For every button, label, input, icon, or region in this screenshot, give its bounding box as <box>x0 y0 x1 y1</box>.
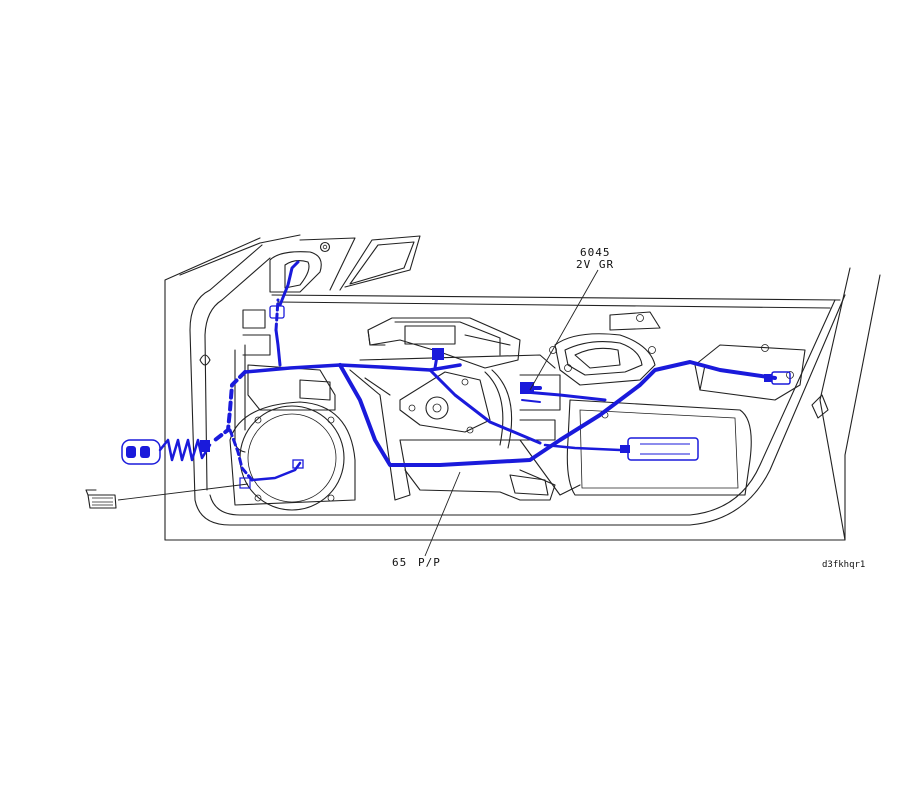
grommet-connector <box>121 439 210 465</box>
wiring-harness <box>158 260 777 482</box>
callout-65: 65 P/P <box>392 556 441 569</box>
harness-grommet-dashed <box>213 370 247 442</box>
leader-terminal <box>117 483 249 501</box>
harness-components <box>121 305 791 489</box>
harness-connector-6045-stub <box>521 399 541 403</box>
harness-pillar-riser <box>274 328 282 367</box>
pillar-connector <box>269 305 285 319</box>
harness-lock-branch <box>523 390 607 402</box>
callout-6045-spec: 2V GR <box>576 258 614 271</box>
terminal-detail-icon <box>85 489 117 509</box>
harness-switch-branch <box>428 368 542 445</box>
callout-65-number: 65 <box>392 556 407 569</box>
harness-pillar-dashed <box>274 298 280 332</box>
figure-code: d3fkhqr1 <box>822 560 865 570</box>
lock-connector <box>520 382 534 394</box>
harness-latch-branch <box>543 443 622 452</box>
door-panel-outline <box>164 234 881 541</box>
rear-end-connector <box>764 371 791 385</box>
speaker-terminal <box>239 459 304 489</box>
harness-speaker-dashed <box>228 428 254 482</box>
harness-lower-loop <box>338 360 777 467</box>
latch-module-connector <box>620 437 699 461</box>
switch-connector <box>432 348 444 360</box>
harness-speaker-feed <box>250 461 302 482</box>
leader-lines <box>117 269 599 557</box>
harness-main-trunk <box>243 363 462 374</box>
callout-65-spec: P/P <box>418 556 441 569</box>
callout-6045-number: 6045 <box>580 246 611 259</box>
leader-65 <box>424 471 461 557</box>
leader-6045 <box>529 269 599 391</box>
callout-6045: 6045 2V GR <box>576 246 614 271</box>
harness-pillar-top <box>278 260 300 307</box>
